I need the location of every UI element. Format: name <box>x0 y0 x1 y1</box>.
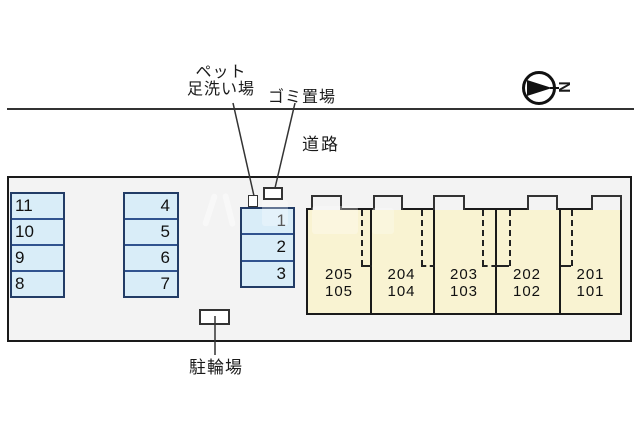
unit-205-105: 205 105 <box>308 266 370 300</box>
parking-space-3: 3 <box>242 259 293 286</box>
pet-wash-label: ペット 足洗い場 <box>178 64 264 98</box>
dashed-line <box>421 210 423 266</box>
building-porch-5 <box>591 195 622 210</box>
unit-lower-number: 101 <box>576 283 605 300</box>
parking-space-label: 11 <box>15 196 33 215</box>
building-porch-2 <box>373 195 403 210</box>
unit-201-101: 201 101 <box>559 266 622 300</box>
parking-space-5: 5 <box>125 218 177 244</box>
unit-lower-number: 103 <box>449 283 479 300</box>
unit-divider <box>559 210 561 313</box>
unit-lower-number: 102 <box>512 283 542 300</box>
unit-upper-number: 202 <box>512 266 542 283</box>
unit-upper-number: 201 <box>576 266 605 283</box>
parking-space-label: 5 <box>160 222 170 241</box>
parking-space-label: 1 <box>276 211 286 231</box>
unit-204-104: 204 104 <box>370 266 433 300</box>
unit-upper-number: 204 <box>387 266 416 283</box>
parking-space-2: 2 <box>242 233 293 259</box>
pet-wash-box <box>248 195 258 207</box>
parking-space-7: 7 <box>125 270 177 296</box>
parking-space-10: 10 <box>12 218 63 244</box>
parking-space-8: 8 <box>12 270 63 296</box>
garbage-box <box>263 187 283 200</box>
parking-block-front: 1 2 3 <box>240 207 295 288</box>
watermark <box>262 200 288 226</box>
parking-block-middle: 4 5 6 7 <box>123 192 179 298</box>
dashed-line <box>361 210 363 266</box>
unit-divider <box>370 210 372 313</box>
parking-space-label: 4 <box>160 196 170 215</box>
parking-block-left: 11 10 9 8 <box>10 192 65 298</box>
unit-203-103: 203 103 <box>433 266 495 300</box>
parking-space-label: 9 <box>15 248 25 267</box>
building-porch-3 <box>433 195 465 210</box>
road-edge-line <box>7 108 634 110</box>
north-arrow-icon <box>527 80 552 96</box>
compass-pointer-line <box>550 87 559 89</box>
parking-space-label: 3 <box>276 263 286 283</box>
unit-divider <box>433 210 435 313</box>
road-label: 道路 <box>302 135 340 154</box>
unit-lower-number: 105 <box>324 283 354 300</box>
bicycle-parking-label: 駐輪場 <box>189 358 243 377</box>
unit-upper-number: 203 <box>449 266 479 283</box>
unit-divider <box>495 210 497 313</box>
unit-lower-number: 104 <box>387 283 416 300</box>
pet-wash-label-line2: 足洗い場 <box>186 81 255 98</box>
dashed-line <box>482 210 484 266</box>
unit-upper-number: 205 <box>324 266 354 283</box>
parking-space-label: 7 <box>160 274 170 293</box>
parking-space-11: 11 <box>12 194 63 218</box>
parking-space-9: 9 <box>12 244 63 270</box>
dashed-line <box>482 265 497 267</box>
north-letter: N <box>555 81 572 93</box>
garbage-area-label: ゴミ置場 <box>268 89 337 106</box>
parking-space-label: 10 <box>15 222 34 241</box>
watermark <box>312 206 358 234</box>
watermark <box>372 208 394 234</box>
building-porch-1 <box>311 195 342 210</box>
parking-space-1: 1 <box>242 209 293 233</box>
dashed-line <box>421 265 435 267</box>
unit-202-102: 202 102 <box>495 266 559 300</box>
dashed-line <box>361 265 372 267</box>
parking-space-label: 2 <box>276 237 286 257</box>
building: 205 105 204 104 203 103 202 102 201 101 <box>306 208 622 315</box>
parking-space-6: 6 <box>125 244 177 270</box>
parking-space-4: 4 <box>125 194 177 218</box>
pet-wash-label-line1: ペット <box>195 64 247 81</box>
dashed-line <box>571 210 573 266</box>
parking-space-label: 6 <box>160 248 170 267</box>
building-porch-4 <box>527 195 558 210</box>
bicycle-parking-box <box>199 309 230 325</box>
dashed-line <box>561 265 571 267</box>
parking-space-label: 8 <box>15 274 25 293</box>
dashed-line <box>497 265 509 267</box>
dashed-line <box>509 210 511 266</box>
